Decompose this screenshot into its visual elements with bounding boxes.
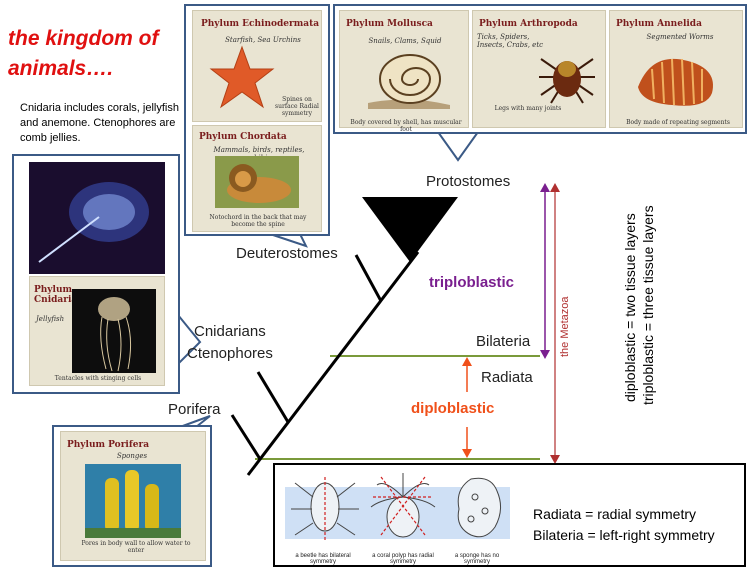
callout-deuterostomes: Phylum Echinodermata Starfish, Sea Urchi… bbox=[184, 4, 330, 236]
main-trunk bbox=[246, 251, 420, 476]
cnidaria-phylum: Phylum Cnidaria bbox=[34, 285, 78, 305]
label-diplo-def: diploblastic = two tissue layers bbox=[622, 213, 638, 402]
intro-text: Cnidaria includes corals, jellyfish and … bbox=[20, 102, 179, 144]
diplo-arrow-down bbox=[462, 449, 472, 458]
beetle-icon bbox=[291, 477, 359, 541]
annelida-phylum: Phylum Annelida bbox=[616, 19, 702, 29]
echinodermata-sub: Starfish, Sea Urchins bbox=[225, 36, 301, 44]
annelida-sub: Segmented Worms bbox=[646, 33, 714, 41]
callout-cnidaria: Phylum Cnidaria Jellyfish Tentacles with… bbox=[12, 154, 180, 394]
symmetry-box: a beetle has bilateral symmetry a coral … bbox=[273, 463, 746, 567]
porifera-caption: Pores in body wall to allow water to ent… bbox=[81, 540, 191, 554]
card-mollusca: Phylum Mollusca Snails, Clams, Squid Bod… bbox=[339, 10, 469, 133]
mollusca-phylum: Phylum Mollusca bbox=[346, 19, 433, 29]
radiata-definition: Radiata = radial symmetry bbox=[533, 506, 697, 522]
tick-icon bbox=[539, 58, 595, 104]
label-triploblastic: triploblastic bbox=[429, 274, 515, 291]
porifera-sub: Sponges bbox=[116, 452, 148, 460]
label-radiata: Radiata bbox=[481, 369, 533, 386]
sponge-icon bbox=[85, 464, 181, 538]
callout-protostomes: Phylum Mollusca Snails, Clams, Squid Bod… bbox=[333, 4, 747, 134]
deuterostome-branch bbox=[354, 254, 383, 302]
jellyfish-icon bbox=[72, 289, 156, 373]
card-porifera: Phylum Porifera Sponges Pores in body wa… bbox=[60, 431, 206, 561]
sponge-caption: a sponge has no symmetry bbox=[454, 553, 500, 565]
callout-porifera: Phylum Porifera Sponges Pores in body wa… bbox=[52, 425, 212, 567]
mollusca-caption: Body covered by shell, has muscular foot bbox=[350, 119, 462, 133]
cnidaria-sub: Jellyfish bbox=[36, 315, 65, 323]
annelida-caption: Body made of repeating segments bbox=[626, 119, 730, 126]
cnidarian-branch bbox=[256, 371, 290, 423]
bilateria-definition: Bilateria = left-right symmetry bbox=[533, 527, 715, 543]
arthropoda-phylum: Phylum Arthropoda bbox=[479, 19, 578, 29]
card-annelida: Phylum Annelida Segmented Worms Body mad… bbox=[609, 10, 743, 128]
mollusca-sub: Snails, Clams, Squid bbox=[368, 37, 442, 45]
protostome-triangle bbox=[362, 197, 458, 262]
label-bilateria: Bilateria bbox=[476, 333, 531, 350]
lion-icon bbox=[215, 156, 299, 208]
label-cnidarians: Cnidarians bbox=[194, 323, 266, 340]
triplo-arrow-up bbox=[540, 183, 550, 192]
chordata-caption: Notochord in the back that may become th… bbox=[209, 214, 307, 228]
starfish-icon bbox=[209, 45, 275, 109]
polyp-caption: a coral polyp has radial symmetry bbox=[372, 553, 434, 565]
card-echinodermata: Phylum Echinodermata Starfish, Sea Urchi… bbox=[192, 10, 322, 122]
triplo-arrow-down bbox=[540, 350, 550, 359]
sponge-outline-icon bbox=[457, 477, 501, 538]
label-protostomes: Protostomes bbox=[426, 173, 511, 190]
porifera-phylum: Phylum Porifera bbox=[67, 440, 150, 450]
label-deuterostomes: Deuterostomes bbox=[236, 245, 338, 262]
coral-polyp-icon bbox=[370, 473, 436, 538]
echinodermata-caption: Spines on surface Radial symmetry bbox=[275, 96, 319, 117]
card-chordata: Phylum Chordata Mammals, birds, reptiles… bbox=[192, 125, 322, 232]
diplo-arrow-up bbox=[462, 357, 472, 366]
echinodermata-phylum: Phylum Echinodermata bbox=[201, 19, 320, 29]
label-porifera: Porifera bbox=[168, 401, 221, 418]
label-diploblastic: diploblastic bbox=[411, 400, 495, 417]
snail-icon bbox=[368, 54, 450, 109]
porifera-branch bbox=[230, 414, 262, 460]
label-metazoa: the Metazoa bbox=[559, 296, 571, 357]
page-title: the kingdom of animals…. bbox=[8, 27, 159, 80]
beetle-caption: a beetle has bilateral symmetry bbox=[295, 553, 351, 565]
symmetry-figures bbox=[285, 473, 510, 541]
cnidaria-caption: Tentacles with stinging cells bbox=[54, 375, 142, 382]
worm-icon bbox=[638, 58, 713, 106]
card-arthropoda: Phylum Arthropoda Ticks, Spiders, Insect… bbox=[472, 10, 606, 128]
arthropoda-caption: Legs with many joints bbox=[494, 105, 562, 112]
label-triplo-def: triploblastic = three tissue layers bbox=[640, 205, 656, 405]
metazoa-arrow-up bbox=[550, 183, 560, 192]
card-cnidaria: Phylum Cnidaria Jellyfish Tentacles with… bbox=[29, 276, 165, 386]
metazoa-arrow-down bbox=[550, 455, 560, 464]
label-ctenophores: Ctenophores bbox=[187, 345, 273, 362]
comb-jelly-image bbox=[29, 162, 165, 274]
arthropoda-sub: Ticks, Spiders, Insects, Crabs, etc bbox=[477, 33, 544, 49]
chordata-phylum: Phylum Chordata bbox=[199, 132, 287, 142]
